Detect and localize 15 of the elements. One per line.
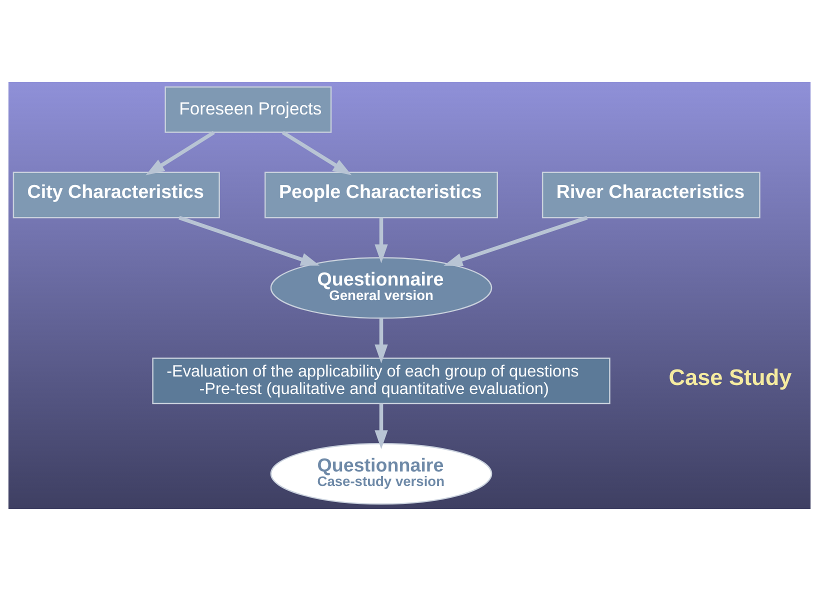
- node-box: Foreseen Projects: [164, 86, 332, 133]
- arrow: [178, 216, 320, 266]
- arrow: [374, 318, 388, 364]
- node-box: City Characteristics: [12, 172, 220, 218]
- arrow: [146, 130, 215, 176]
- arrow: [374, 404, 388, 450]
- node-ellipse: Questionnaire Case-study version: [270, 442, 492, 505]
- node-box: -Evaluation of the applicability of each group of questions -Pre-test (qualitative and quantitative evaluation): [152, 358, 610, 404]
- node-box: River Characteristics: [542, 172, 760, 218]
- node-box: People Characteristics: [264, 172, 498, 218]
- arrow: [374, 218, 388, 264]
- node-ellipse: Questionnaire General version: [270, 257, 492, 319]
- label: Case Study: [668, 365, 792, 390]
- arrow: [282, 130, 352, 176]
- arrow: [444, 216, 588, 266]
